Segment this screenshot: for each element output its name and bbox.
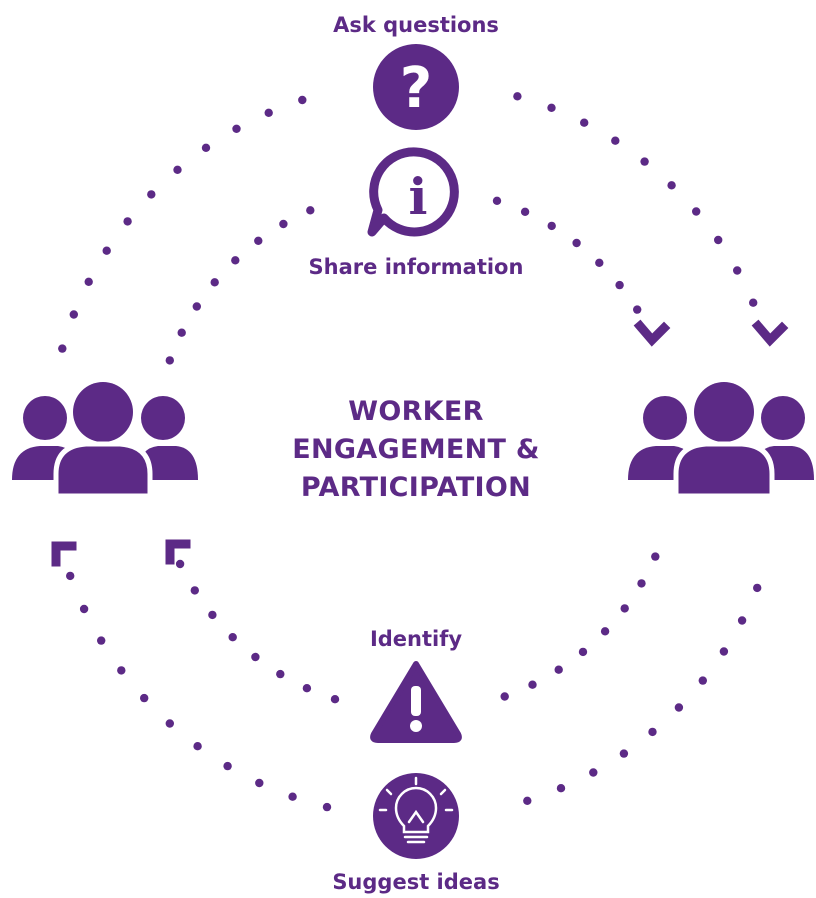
outer-bottom-left-arc-dot <box>322 802 332 812</box>
inner-bottom-right-arc-dot <box>637 579 646 588</box>
inner-bottom-right-arc-dot <box>651 552 660 561</box>
outer-bottom-left-arc-dot <box>288 792 297 801</box>
title-line-3: PARTICIPATION <box>301 472 531 503</box>
ask-questions-label: Ask questions <box>333 13 499 37</box>
outer-top-left-arc-dot <box>298 95 307 105</box>
inner-top-right-arc-dot <box>615 280 624 290</box>
inner-bottom-right-arc-dot <box>578 647 588 657</box>
inner-top-right-arc-dot <box>547 221 556 231</box>
outer-top-left-arc-dot <box>201 143 211 152</box>
dotted-arcs <box>58 92 762 812</box>
svg-text:i: i <box>409 167 428 226</box>
suggest-ideas-label: Suggest ideas <box>332 870 499 894</box>
inner-bottom-left-arc-dot <box>190 586 199 595</box>
outer-top-right-arc-dot <box>749 298 758 307</box>
outer-bottom-left-arc-dot <box>223 761 232 771</box>
svg-text:?: ? <box>400 56 432 121</box>
inner-top-right-arc-dot <box>572 238 581 248</box>
outer-top-left-arc-dot <box>58 344 67 353</box>
inner-bottom-left-arc-dot <box>330 695 340 704</box>
inner-top-left-arc-dot <box>210 278 219 287</box>
outer-top-right-arc-dot <box>714 235 723 245</box>
inner-bottom-left-arc-dot <box>302 684 312 693</box>
identify-label: Identify <box>370 627 462 651</box>
inner-bottom-left-arc-dot <box>208 610 217 620</box>
outer-bottom-right-arc-dot <box>698 676 707 685</box>
arrowhead-outer-bottom-left <box>51 541 77 567</box>
inner-top-right-arc-dot <box>492 196 502 205</box>
inner-bottom-right-arc-dot <box>500 692 509 701</box>
outer-top-right-arc-dot <box>692 207 701 216</box>
inner-bottom-left-arc-dot <box>228 633 237 642</box>
arrowheads <box>51 319 789 567</box>
left-people-group-icon <box>12 382 198 499</box>
arrowhead-outer-top-right <box>751 319 789 347</box>
inner-top-right-arc-dot <box>595 258 604 267</box>
outer-bottom-right-arc-dot <box>556 784 566 793</box>
inner-bottom-left-arc-dot <box>251 652 260 662</box>
outer-bottom-right-arc-dot <box>648 727 657 737</box>
share-information-label: Share information <box>309 255 524 279</box>
outer-top-right-arc-dot <box>580 118 589 127</box>
arrowhead-inner-bottom-left <box>165 539 191 565</box>
inner-top-left-arc-dot <box>254 236 263 245</box>
outer-top-left-arc-dot <box>264 108 273 118</box>
inner-top-left-arc-dot <box>177 328 186 337</box>
title-line-2: ENGAGEMENT & <box>292 434 540 465</box>
outer-bottom-right-arc-dot <box>589 768 598 777</box>
inner-top-right-arc-dot <box>633 305 642 314</box>
inner-top-right-arc-dot <box>520 207 530 216</box>
inner-top-left-arc-dot <box>306 206 315 215</box>
inner-bottom-right-arc-dot <box>600 627 610 636</box>
inner-bottom-right-arc-dot <box>528 680 537 689</box>
outer-top-left-arc-dot <box>102 246 111 255</box>
outer-top-left-arc-dot <box>147 190 156 199</box>
inner-bottom-left-arc-dot <box>175 559 185 569</box>
warning-triangle-icon <box>370 661 462 743</box>
outer-bottom-left-arc-dot <box>140 693 149 703</box>
outer-bottom-right-arc-dot <box>719 647 729 656</box>
outer-top-right-arc-dot <box>733 266 742 275</box>
inner-bottom-left-arc-dot <box>276 669 285 679</box>
outer-bottom-left-arc-dot <box>193 742 202 751</box>
outer-top-left-arc-dot <box>173 165 182 174</box>
outer-bottom-right-arc-dot <box>674 703 684 712</box>
outer-top-right-arc-dot <box>547 103 556 113</box>
title-line-1: WORKER <box>348 396 483 427</box>
outer-top-left-arc-dot <box>123 217 132 226</box>
outer-bottom-right-arc-dot <box>737 616 747 625</box>
outer-bottom-left-arc-dot <box>165 719 174 728</box>
right-people-group-icon <box>628 382 814 499</box>
inner-top-left-arc-dot <box>192 302 201 311</box>
lightbulb-icon <box>373 773 459 859</box>
outer-top-left-arc-dot <box>232 124 241 133</box>
outer-top-right-arc-dot <box>667 181 676 190</box>
arrowhead-inner-top-right <box>633 319 671 347</box>
outer-bottom-left-arc-dot <box>117 666 126 675</box>
outer-top-right-arc-dot <box>640 157 649 166</box>
outer-bottom-left-arc-dot <box>255 778 264 788</box>
outer-top-right-arc-dot <box>611 136 620 145</box>
inner-bottom-right-arc-dot <box>620 604 629 613</box>
outer-bottom-left-arc-dot <box>79 604 89 614</box>
outer-bottom-left-arc-dot <box>66 571 75 581</box>
outer-bottom-right-arc-dot <box>619 749 629 758</box>
inner-bottom-right-arc-dot <box>554 665 563 674</box>
outer-bottom-right-arc-dot <box>523 796 532 805</box>
question-mark-circle-icon: ? <box>373 44 459 130</box>
outer-bottom-right-arc-dot <box>753 583 762 593</box>
inner-top-left-arc-dot <box>279 219 288 229</box>
outer-bottom-left-arc-dot <box>97 636 106 645</box>
inner-top-left-arc-dot <box>231 256 240 265</box>
info-speech-bubble-icon: i <box>367 147 459 237</box>
outer-top-right-arc-dot <box>513 92 522 101</box>
inner-top-left-arc-dot <box>165 356 174 365</box>
outer-top-left-arc-dot <box>69 310 79 319</box>
center-title: WORKER ENGAGEMENT & PARTICIPATION <box>292 396 540 503</box>
outer-top-left-arc-dot <box>84 277 93 286</box>
